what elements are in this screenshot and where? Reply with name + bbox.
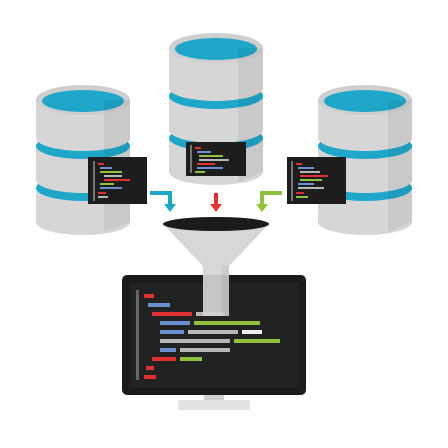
- code-window-left: [88, 157, 147, 204]
- arrow-left-icon: [150, 191, 176, 212]
- code-window-right: [287, 157, 346, 204]
- arrow-center-icon: [210, 193, 222, 212]
- code-window-center: [186, 142, 246, 176]
- funnel-icon: [163, 217, 269, 316]
- monitor-code-lines: [144, 294, 280, 379]
- arrow-right-icon: [256, 191, 282, 212]
